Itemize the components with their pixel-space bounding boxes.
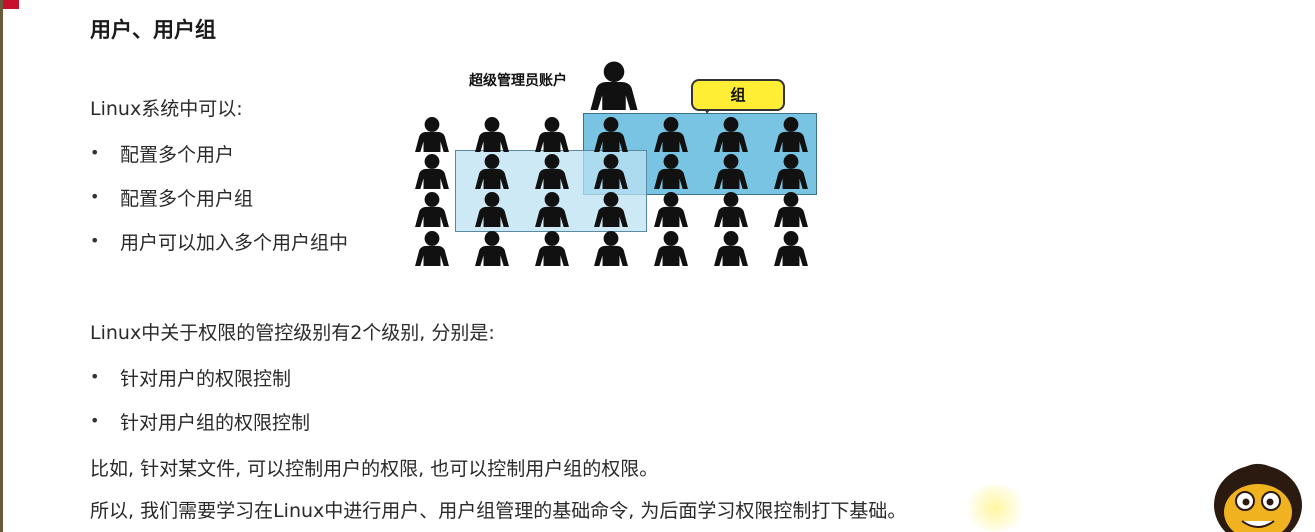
person-icon bbox=[714, 231, 748, 266]
person-icon bbox=[654, 192, 688, 227]
person-icon bbox=[535, 231, 569, 266]
bullet-dot: • bbox=[90, 143, 100, 162]
person-icon bbox=[774, 117, 808, 152]
users-groups-diagram: 超级管理员账户 组 bbox=[405, 56, 825, 268]
monkey-avatar-icon bbox=[1214, 464, 1302, 532]
person-icon bbox=[714, 154, 748, 189]
capability-item: 配置多个用户 bbox=[120, 144, 235, 166]
person-icon bbox=[590, 61, 638, 110]
person-icon bbox=[774, 192, 808, 227]
admin-label: 超级管理员账户 bbox=[469, 73, 567, 89]
person-icon bbox=[415, 231, 449, 266]
person-icon bbox=[654, 231, 688, 266]
permission-level-item: 针对用户的权限控制 bbox=[120, 368, 292, 390]
person-icon bbox=[594, 117, 628, 152]
speech-bubble-icon: 组 bbox=[691, 79, 785, 111]
person-icon bbox=[475, 231, 509, 266]
intro-text: Linux系统中可以: bbox=[90, 98, 243, 120]
person-icon bbox=[475, 192, 509, 227]
person-icon bbox=[475, 117, 509, 152]
person-icon bbox=[415, 117, 449, 152]
capability-item: 用户可以加入多个用户组中 bbox=[120, 232, 349, 254]
bullet-dot: • bbox=[90, 231, 100, 250]
person-icon bbox=[535, 154, 569, 189]
conclusion-text: 所以, 我们需要学习在Linux中进行用户、用户组管理的基础命令, 为后面学习权… bbox=[90, 500, 907, 522]
permission-intro: Linux中关于权限的管控级别有2个级别, 分别是: bbox=[90, 322, 495, 344]
group-label: 组 bbox=[730, 86, 746, 104]
person-icon bbox=[714, 192, 748, 227]
person-icon bbox=[475, 154, 509, 189]
example-text: 比如, 针对某文件, 可以控制用户的权限, 也可以控制用户组的权限。 bbox=[90, 458, 659, 480]
person-icon bbox=[714, 117, 748, 152]
person-icon bbox=[594, 192, 628, 227]
person-icon bbox=[654, 117, 688, 152]
person-icon bbox=[594, 231, 628, 266]
page-title: 用户、用户组 bbox=[90, 18, 216, 42]
person-icon bbox=[415, 154, 449, 189]
bullet-dot: • bbox=[90, 367, 100, 386]
corner-mark bbox=[3, 0, 19, 9]
person-icon bbox=[774, 154, 808, 189]
capability-item: 配置多个用户组 bbox=[120, 188, 254, 210]
person-icon bbox=[535, 192, 569, 227]
permission-level-item: 针对用户组的权限控制 bbox=[120, 412, 311, 434]
bullet-dot: • bbox=[90, 411, 100, 430]
person-icon bbox=[535, 117, 569, 152]
person-icon bbox=[594, 154, 628, 189]
left-rule bbox=[0, 0, 3, 532]
person-icon bbox=[415, 192, 449, 227]
person-icon bbox=[774, 231, 808, 266]
person-icon bbox=[654, 154, 688, 189]
cursor-highlight bbox=[960, 485, 1030, 531]
bullet-dot: • bbox=[90, 187, 100, 206]
